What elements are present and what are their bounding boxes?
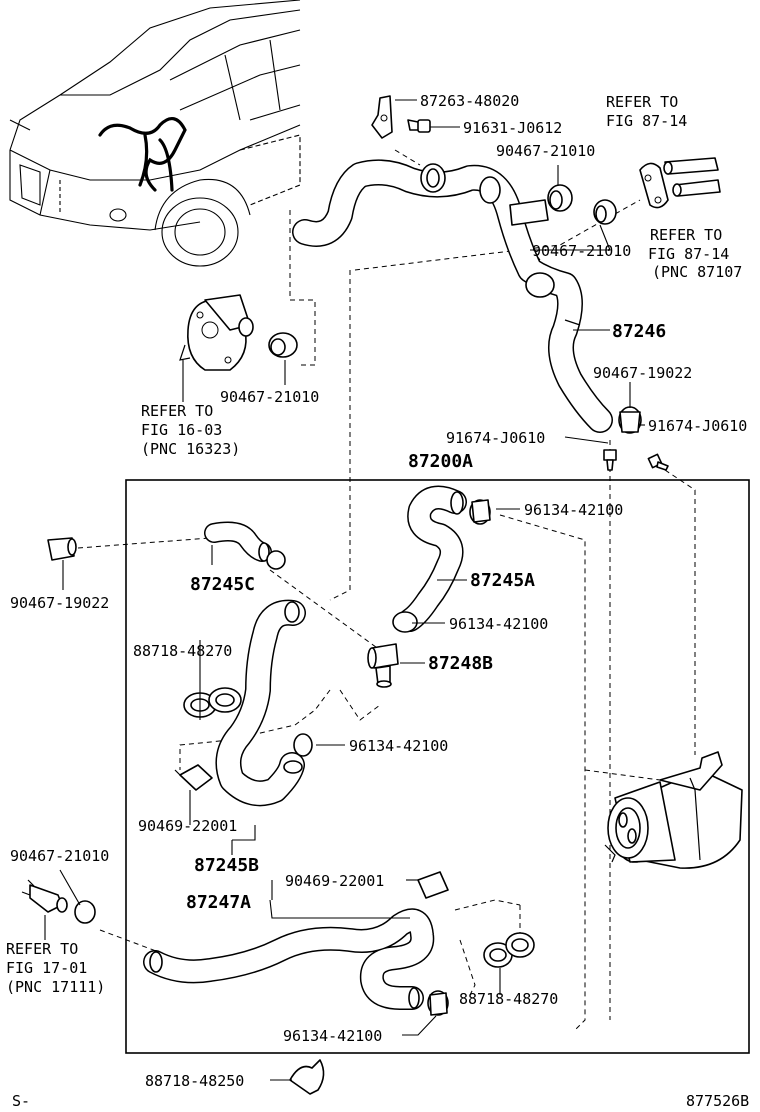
label-90469-22001-b[interactable]: 90469-22001 xyxy=(285,872,384,890)
label-87246[interactable]: 87246 xyxy=(612,321,666,342)
ref-fig-87-14-top-line2[interactable]: FIG 87-14 xyxy=(606,112,687,130)
water-outlet-16-03[interactable] xyxy=(179,294,254,371)
label-90467-21010-top[interactable]: 90467-21010 xyxy=(496,142,595,160)
part-labels: 87263-48020 91631-J0612 90467-21010 9046… xyxy=(6,92,749,1110)
wire-harness-marker xyxy=(98,117,187,192)
label-88718-48250[interactable]: 88718-48250 xyxy=(145,1072,244,1090)
bracket-87263-48020[interactable] xyxy=(371,95,393,139)
label-96134-42100-a[interactable]: 96134-42100 xyxy=(524,501,623,519)
clamp-90469-22001-a[interactable] xyxy=(174,764,213,791)
label-87245c[interactable]: 87245C xyxy=(190,574,255,595)
ref-fig-87-14-side-line2[interactable]: FIG 87-14 xyxy=(648,245,729,263)
label-91674-j0610-a[interactable]: 91674-J0610 xyxy=(446,429,545,447)
label-87263-48020[interactable]: 87263-48020 xyxy=(420,92,519,110)
label-88718-48270-b[interactable]: 88718-48270 xyxy=(459,990,558,1008)
hose-87245a[interactable] xyxy=(398,485,467,632)
ref-fig-16-03-line3[interactable]: (PNC 16323) xyxy=(141,440,240,458)
label-87248b[interactable]: 87248B xyxy=(428,653,493,674)
label-90467-21010-mid[interactable]: 90467-21010 xyxy=(532,242,631,260)
clamp-90467-21010-left[interactable] xyxy=(268,332,298,358)
hose-87245c[interactable] xyxy=(204,521,272,562)
label-91674-j0610-b[interactable]: 91674-J0610 xyxy=(648,417,747,435)
label-96134-42100-b[interactable]: 96134-42100 xyxy=(449,615,548,633)
footer-code: S- xyxy=(12,1092,30,1110)
clamp-88718-48270-b[interactable] xyxy=(483,932,535,968)
label-87200a[interactable]: 87200A xyxy=(408,451,473,472)
clamp-96134-42100-b[interactable] xyxy=(392,611,418,633)
label-90467-21010-left[interactable]: 90467-21010 xyxy=(220,388,319,406)
hose-87246[interactable] xyxy=(292,159,613,433)
clamp-96134-42100-d[interactable] xyxy=(427,990,449,1016)
water-pump-assembly[interactable] xyxy=(604,751,743,869)
ref-fig-87-14-top-line1[interactable]: REFER TO xyxy=(606,93,678,111)
label-90467-19022-right[interactable]: 90467-19022 xyxy=(593,364,692,382)
clip-88718-48250[interactable] xyxy=(289,1059,325,1095)
leader-lines xyxy=(44,99,645,1081)
clamp-90467-19022-right[interactable] xyxy=(618,406,642,434)
reference-lines xyxy=(77,149,696,1031)
bolt-91674-j0610-a[interactable] xyxy=(603,449,617,471)
ref-fig-17-01-line1[interactable]: REFER TO xyxy=(6,940,78,958)
label-90469-22001-a[interactable]: 90469-22001 xyxy=(138,817,237,835)
ref-fig-17-01-line3[interactable]: (PNC 17111) xyxy=(6,978,105,996)
bolt-91631-j0612[interactable] xyxy=(407,119,431,133)
clamp-87245c-end[interactable] xyxy=(266,550,286,570)
clamp-90467-21010-top[interactable] xyxy=(547,184,573,212)
clamp-96134-42100-c[interactable] xyxy=(293,733,313,757)
clamp-hose-87246-a[interactable] xyxy=(525,272,555,298)
label-96134-42100-d[interactable]: 96134-42100 xyxy=(283,1027,382,1045)
joint-87248b[interactable] xyxy=(367,643,399,688)
clamp-upper-1[interactable] xyxy=(420,163,446,193)
label-91631-j0612[interactable]: 91631-J0612 xyxy=(463,119,562,137)
ref-fig-16-03-line2[interactable]: FIG 16-03 xyxy=(141,421,222,439)
diagram-id: 877526B xyxy=(686,1092,749,1110)
fitting-17-01[interactable] xyxy=(21,879,68,913)
ref-fig-87-14-side-line3[interactable]: (PNC 87107 xyxy=(652,263,742,281)
label-87245a[interactable]: 87245A xyxy=(470,570,535,591)
hose-87247a[interactable] xyxy=(143,908,435,1010)
assembly-87200a-box xyxy=(125,479,750,1054)
bolt-91674-j0610-b[interactable] xyxy=(647,453,669,471)
clamp-96134-42100-a[interactable] xyxy=(469,499,491,525)
label-96134-42100-c[interactable]: 96134-42100 xyxy=(349,737,448,755)
hose-87245b[interactable] xyxy=(215,599,306,807)
pipe-flange-87-14[interactable] xyxy=(639,157,721,209)
clamp-90469-22001-b[interactable] xyxy=(417,871,449,899)
vehicle-illustration xyxy=(9,0,301,267)
label-88718-48270-a[interactable]: 88718-48270 xyxy=(133,642,232,660)
label-90467-21010-bottom-left[interactable]: 90467-21010 xyxy=(10,847,109,865)
heater-pipe xyxy=(509,199,549,226)
ref-fig-17-01-line2[interactable]: FIG 17-01 xyxy=(6,959,87,977)
clamp-upper-2[interactable] xyxy=(479,176,501,204)
clamp-90467-19022-left[interactable] xyxy=(47,537,77,561)
label-90467-19022-left[interactable]: 90467-19022 xyxy=(10,594,109,612)
clamp-90467-21010-mid[interactable] xyxy=(593,199,617,225)
ref-fig-87-14-side-line1[interactable]: REFER TO xyxy=(650,226,722,244)
label-87245b[interactable]: 87245B xyxy=(194,855,259,876)
clamp-90467-21010-bottom-left[interactable] xyxy=(74,900,96,924)
ref-fig-16-03-line1[interactable]: REFER TO xyxy=(141,402,213,420)
label-87247a[interactable]: 87247A xyxy=(186,892,251,913)
clamp-88718-48270-a[interactable] xyxy=(183,687,242,718)
